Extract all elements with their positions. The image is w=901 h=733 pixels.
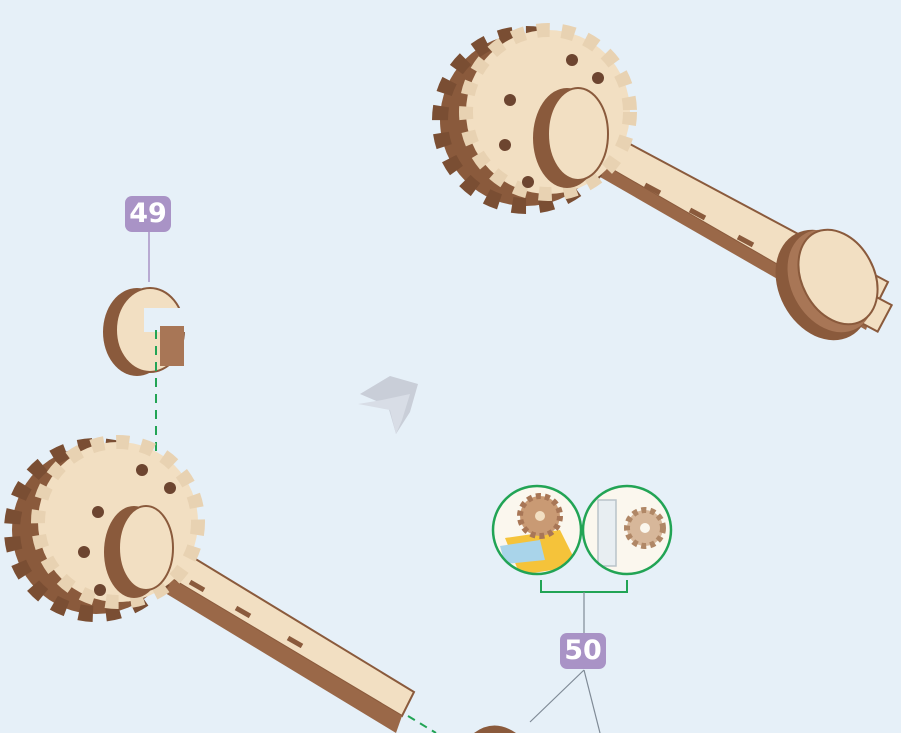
callout-gear-on-block-icon (493, 486, 581, 575)
step-number-badge: 50 (560, 633, 606, 669)
result-gear-axle-assembly (440, 30, 893, 357)
callout-gear-on-tube-icon (583, 486, 671, 574)
gear-axle-assembly (12, 442, 414, 733)
arrow-icon (358, 376, 418, 434)
partial-next-part (474, 726, 516, 733)
badge-50-leader-left (530, 670, 584, 722)
badge-50-leader-right (584, 670, 600, 733)
spacer-ring-part (103, 288, 186, 376)
step-number-badge: 49 (125, 196, 171, 232)
next-guide-line (408, 716, 436, 733)
callout-bracket (541, 580, 627, 592)
